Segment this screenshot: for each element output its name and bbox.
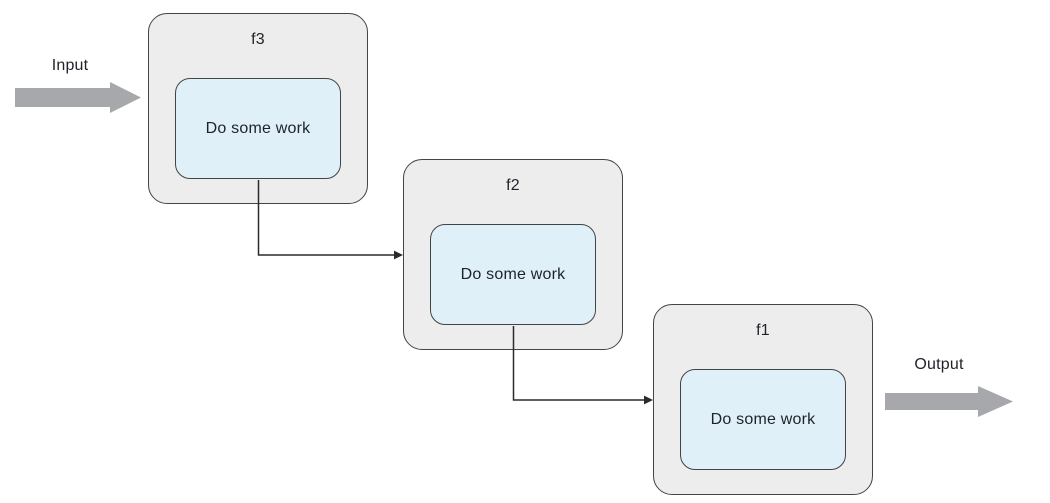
input-arrow-icon — [15, 82, 141, 113]
output-label: Output — [914, 356, 964, 373]
function-title-f3: f3 — [251, 31, 265, 48]
work-box-f3-label: Do some work — [205, 119, 311, 137]
work-box-f2-label: Do some work — [460, 265, 566, 283]
work-box-f2: Do some work — [430, 224, 596, 325]
work-box-f1-label: Do some work — [710, 410, 816, 428]
connector-f3-f2-arrowhead-icon — [394, 250, 403, 260]
input-label: Input — [51, 57, 89, 74]
function-title-f2: f2 — [506, 177, 520, 194]
output-arrow-icon — [885, 386, 1013, 417]
function-box-f2: f2 Do some work — [403, 159, 623, 350]
work-box-f3: Do some work — [175, 78, 341, 179]
work-box-f1: Do some work — [680, 369, 846, 470]
function-box-f1: f1 Do some work — [653, 304, 873, 495]
function-box-f3: f3 Do some work — [148, 13, 368, 204]
function-title-f1: f1 — [756, 322, 770, 339]
connector-f2-f1-arrowhead-icon — [644, 395, 653, 405]
